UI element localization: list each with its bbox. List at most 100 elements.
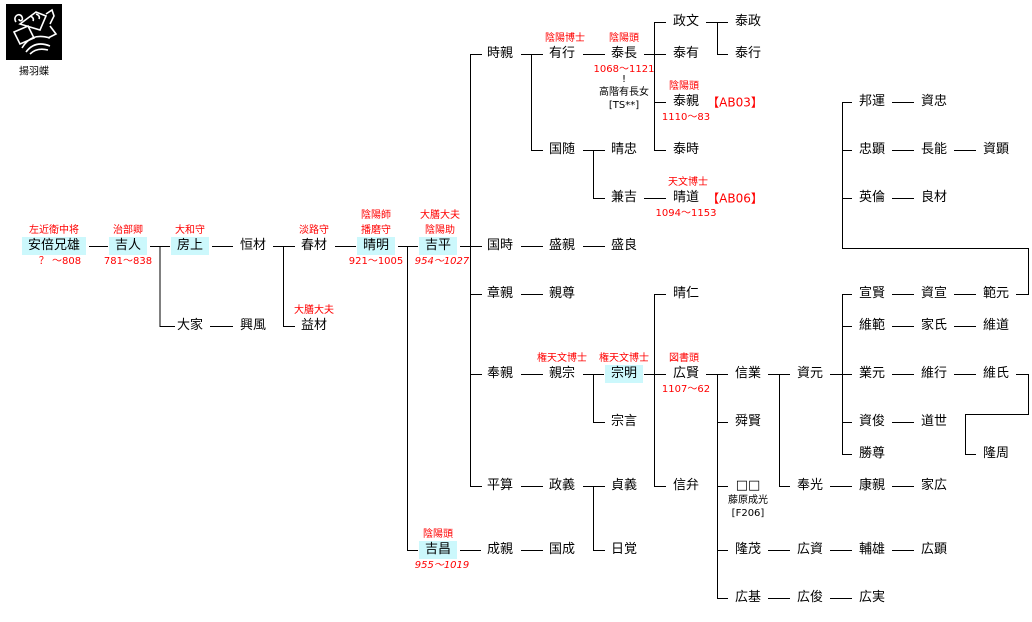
annotation-masuki-title: 大膳大夫 (294, 305, 334, 316)
person-tadaaki: 忠顕 (858, 142, 886, 157)
annotation-otoo-dates: ？ ～808 (38, 256, 82, 267)
person-yoshihira: 吉平 (418, 237, 458, 255)
annotation-yoshihito-title: 治部卿 (113, 225, 143, 236)
person-yasutoki: 泰時 (672, 142, 700, 157)
person-sadayoshi: 貞義 (610, 478, 638, 493)
annotation-yasunaga-mark: ! (621, 74, 627, 85)
person-hirozane: 広実 (858, 590, 886, 605)
person-yoshiki: 良材 (920, 190, 948, 205)
person-chikamune: 親宗 (548, 366, 576, 381)
annotation-hirokata-dates: 1107～62 (661, 384, 711, 395)
person-masayoshi: 政義 (548, 478, 576, 493)
person-oie: 大家 (176, 318, 204, 333)
annotation-yoshihira-title1: 大膳大夫 (420, 210, 460, 221)
person-takachika: 隆周 (982, 446, 1010, 461)
person-hidenori: 英倫 (858, 190, 886, 205)
person-yoshimasa: 吉昌 (418, 541, 458, 559)
person-hiromoto: 広基 (734, 590, 762, 605)
person-yasunaga: 泰長 (610, 46, 638, 61)
person-michiyo: 道世 (920, 414, 948, 429)
person-tokichika: 時親 (486, 46, 514, 61)
person-takashige: 隆茂 (734, 542, 762, 557)
person-nobunari: 信業 (734, 366, 762, 381)
person-ieuji: 家氏 (920, 318, 948, 333)
annotation-hirokata-title: 図書頭 (669, 353, 699, 364)
person-koreyuki: 維行 (920, 366, 948, 381)
annotation-seimei-title1: 陰陽師 (361, 210, 391, 221)
person-hirosuke: 広資 (796, 542, 824, 557)
annotation-chikamune-title: 権天文博士 (537, 353, 587, 364)
annotation-harumichi-dates: 1094～1153 (655, 208, 717, 219)
person-nobukata: 宣賢 (858, 286, 886, 301)
person-munekoto: 宗言 (610, 414, 638, 429)
person-korenori: 維範 (858, 318, 886, 333)
annotation-yoshihira-dates: 954～1027 (414, 256, 470, 267)
person-seimei: 晴明 (356, 237, 396, 255)
person-shinben: 信弁 (672, 478, 700, 493)
person-sukenobu: 資宣 (920, 286, 948, 301)
person-hirokata: 広賢 (672, 366, 700, 381)
crest-name: 揚羽蝶 (19, 66, 49, 78)
person-muneaki: 宗明 (604, 365, 644, 383)
person-norimoto: 範元 (982, 286, 1010, 301)
person-narichika: 成親 (486, 542, 514, 557)
person-iehiro: 家広 (920, 478, 948, 493)
person-kuniyuki: 国随 (548, 142, 576, 157)
person-yasuchika2: 康親 (858, 478, 886, 493)
person-masuki: 益材 (300, 318, 328, 333)
person-haruhito: 晴仁 (672, 286, 700, 301)
annotation-yasuchika-title: 陰陽頭 (669, 81, 699, 92)
person-koremichi: 維道 (982, 318, 1010, 333)
person-nikkaku: 日覚 (610, 542, 638, 557)
annotation-yasuchika-code: 【AB03】 (707, 95, 763, 110)
person-harumichi: 晴道 (672, 190, 700, 205)
annotation-fusakami-title: 大和守 (175, 225, 205, 236)
person-yasuari: 泰有 (672, 46, 700, 61)
person-sukemoto: 資元 (796, 366, 824, 381)
person-hirotoshi: 広俊 (796, 590, 824, 605)
person-sukeo: 輔雄 (858, 542, 886, 557)
person-tomomitsu: 奉光 (796, 478, 824, 493)
person-sukeaki: 資顕 (982, 142, 1010, 157)
person-harukai: 春材 (300, 238, 328, 253)
person-yasuchika: 泰親 (672, 94, 700, 109)
annotation-otoo-title: 左近衛中将 (29, 225, 79, 236)
person-narimoto: 業元 (858, 366, 886, 381)
person-yasuyuki: 泰行 (734, 46, 762, 61)
person-yoshihito: 吉人 (108, 237, 148, 255)
annotation-yoshimasa-title: 陰陽頭 (423, 529, 453, 540)
annotation-ariyuki-title: 陰陽博士 (545, 33, 585, 44)
person-tsunezai: 恒材 (239, 238, 267, 253)
annotation-yoshimasa-dates: 955～1019 (414, 560, 470, 571)
butterfly-crest-icon (6, 4, 62, 60)
person-okikaze: 興風 (239, 318, 267, 333)
person-kaneyoshi: 兼吉 (610, 190, 638, 205)
annotation-harumichi-title: 天文博士 (668, 177, 708, 188)
person-kuninari: 国成 (548, 542, 576, 557)
person-sukatada: 資忠 (920, 94, 948, 109)
person-koreuji: 維氏 (982, 366, 1010, 381)
annotation-harukai-title: 淡路守 (299, 225, 329, 236)
person-chikataka: 親尊 (548, 286, 576, 301)
person-heisan: 平算 (486, 478, 514, 493)
annotation-yasunaga-spouse: 高階有長女 (599, 87, 649, 98)
person-moriyoshi: 盛良 (610, 238, 638, 253)
annotation-yasuchika-dates: 1110～83 (661, 112, 711, 123)
person-nagayoshi: 長能 (920, 142, 948, 157)
person-masafumi: 政文 (672, 14, 700, 29)
annotation-unknown-name: 藤原成光 (728, 495, 768, 506)
annotation-yasunaga-dates: 1068～1121 (593, 64, 655, 75)
annotation-seimei-dates: 921～1005 (348, 256, 404, 267)
person-otoo: 安倍兄雄 (21, 237, 87, 255)
person-morichika: 盛親 (548, 238, 576, 253)
annotation-yoshihito-dates: 781～838 (103, 256, 153, 267)
person-unknown: □□ (735, 478, 761, 493)
person-fusakami: 房上 (170, 237, 210, 255)
annotation-yoshihira-title2: 陰陽助 (425, 225, 455, 236)
person-ariyuki: 有行 (548, 46, 576, 61)
person-harutada: 晴忠 (610, 142, 638, 157)
annotation-unknown-ref: [F206] (731, 508, 765, 519)
annotation-yasunaga-ref: [TS**] (608, 100, 640, 111)
